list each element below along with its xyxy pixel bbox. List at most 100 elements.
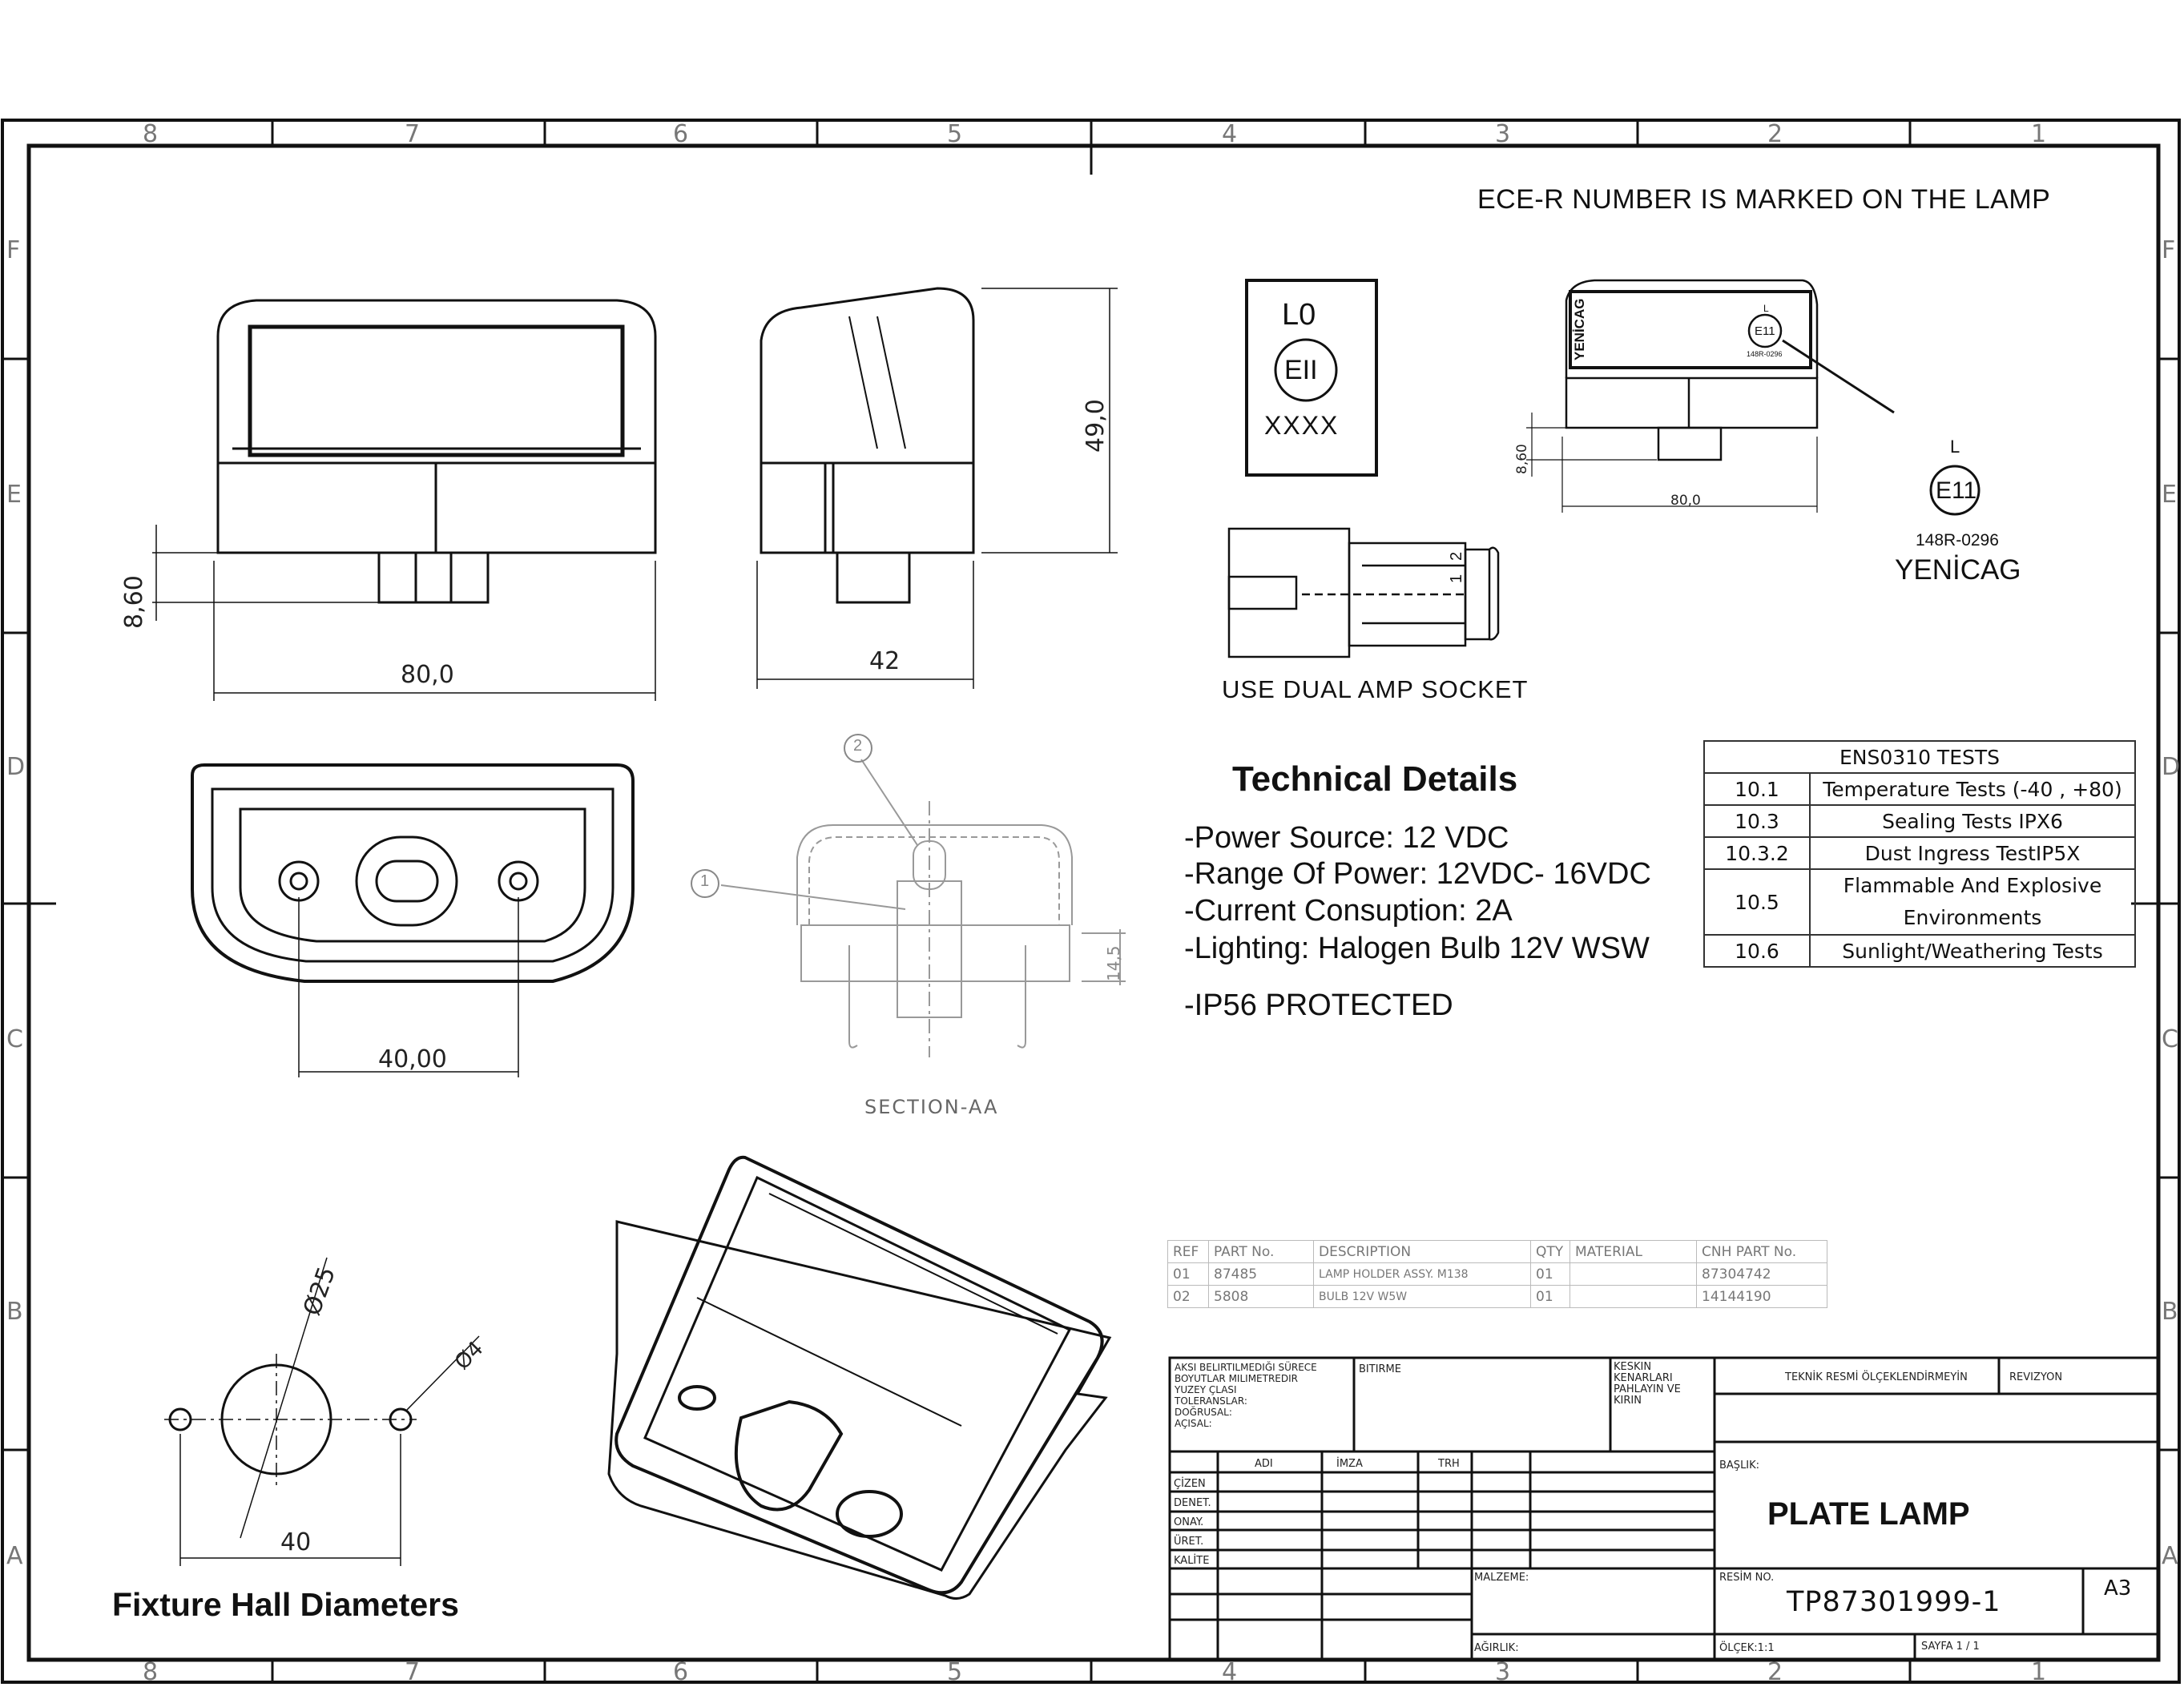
row-label-drawn: ÇİZEN [1174, 1478, 1206, 1490]
test-name: Temperature Tests (-40 , +80) [1809, 772, 2136, 806]
tolerance-line: YUZEY ÇLASI [1175, 1384, 1237, 1395]
zone-row-d-right: D [2162, 753, 2181, 781]
test-ref: 10.6 [1703, 934, 1811, 968]
dim-side-depth: 42 [869, 647, 901, 675]
dim-small-offset: 8,60 [1514, 444, 1530, 474]
dim-front-offset: 8,60 [120, 575, 148, 629]
table-row: 02 5808 BULB 12V W5W 01 14144190 [1167, 1285, 1827, 1308]
parts-cell: LAMP HOLDER ASSY. M138 [1313, 1262, 1531, 1286]
zone-col-3-bottom: 3 [1495, 1658, 1511, 1686]
parts-header: PART No. [1208, 1240, 1314, 1263]
parts-header: REF [1167, 1240, 1209, 1263]
socket-drawing [1227, 527, 1500, 658]
zone-col-8: 8 [143, 120, 159, 148]
zone-row-f: F [6, 236, 21, 264]
test-ref: 10.1 [1703, 772, 1811, 806]
date-col-label: TRH [1438, 1458, 1460, 1470]
zone-row-a-right: A [2162, 1542, 2178, 1570]
weight-label: AĞIRLIK: [1474, 1642, 1519, 1654]
brand-mark-code: 148R-0296 [1916, 531, 1999, 550]
tech-line-range: -Range Of Power: 12VDC- 16VDC [1184, 857, 1651, 891]
drawing-number: TP87301999-1 [1787, 1586, 2001, 1618]
sign-col-label: İMZA [1336, 1458, 1363, 1470]
test-name: Sealing Tests IPX6 [1809, 804, 2136, 838]
brand-mark-circle [1929, 465, 1981, 516]
test-ref: 10.3.2 [1703, 836, 1811, 870]
zone-col-5-bottom: 5 [947, 1658, 963, 1686]
socket-note: USE DUAL AMP SOCKET [1222, 675, 1529, 703]
zone-row-c: C [6, 1025, 23, 1053]
tech-line-current: -Current Consuption: 2A [1184, 894, 1513, 928]
parts-cell: 5808 [1208, 1285, 1314, 1308]
side-view [756, 287, 1118, 689]
section-view [720, 759, 1126, 1057]
tech-line-ip: -IP56 PROTECTED [1184, 988, 1453, 1022]
test-name: Dust Ingress TestIP5X [1809, 836, 2136, 870]
sheet-label: SAYFA 1 / 1 [1921, 1641, 1980, 1653]
zone-col-7: 7 [405, 120, 421, 148]
tolerance-line: TOLERANSLAR: [1175, 1395, 1247, 1407]
parts-cell [1569, 1262, 1697, 1286]
callout-circles [691, 734, 872, 898]
parts-cell: 87304742 [1696, 1262, 1827, 1286]
zone-col-1-bottom: 1 [2031, 1658, 2047, 1686]
table-row: 01 87485 LAMP HOLDER ASSY. M138 01 87304… [1167, 1262, 1827, 1286]
tolerance-line: DOĞRUSAL: [1175, 1407, 1232, 1418]
fixture-label: Fixture Hall Diameters [112, 1586, 459, 1623]
technical-details-title: Technical Details [1232, 759, 1518, 799]
dim-hole-spacing: 40,00 [378, 1045, 447, 1073]
revision-label: REVIZYON [2009, 1371, 2063, 1383]
title-block-grid [1168, 1356, 2160, 1661]
tolerance-note: AKSI BELIRTILMEDIĞI SÜRECE BOYUTLAR MILI… [1175, 1362, 1317, 1429]
brand-mark-name: YENİCAG [1895, 554, 2021, 586]
zone-col-1: 1 [2031, 120, 2047, 148]
treatment-label: BITIRME [1359, 1363, 1401, 1375]
parts-cell: 14144190 [1696, 1285, 1827, 1308]
brand-mark-letter: L [1950, 437, 1960, 457]
parts-cell: BULB 12V W5W [1313, 1285, 1531, 1308]
parts-header: MATERIAL [1569, 1240, 1697, 1263]
tolerance-line: AÇISAL: [1175, 1418, 1212, 1429]
approval-mark-top: L0 [1282, 298, 1316, 332]
approval-mark-box [1245, 279, 1378, 477]
parts-cell [1569, 1285, 1697, 1308]
title-label: BAŞLIK: [1719, 1460, 1760, 1472]
drawing-title: PLATE LAMP [1767, 1496, 1970, 1532]
drawing-no-label: RESİM NO. [1719, 1572, 1775, 1584]
scale-note-label: TEKNİK RESMİ ÖLÇEKLENDİRMEYİN [1785, 1371, 1968, 1383]
zone-row-f-right: F [2162, 236, 2176, 264]
parts-header: DESCRIPTION [1313, 1240, 1531, 1263]
zone-row-a: A [6, 1542, 23, 1570]
zone-col-5: 5 [947, 120, 963, 148]
callout-2: 2 [853, 737, 863, 755]
test-name: Sunlight/Weathering Tests [1809, 934, 2136, 968]
tolerance-line: AKSI BELIRTILMEDIĞI SÜRECE [1175, 1362, 1317, 1373]
socket-pin-2: 2 [1448, 551, 1465, 561]
zone-col-6: 6 [673, 120, 689, 148]
sheet-size: A3 [2104, 1576, 2132, 1600]
fixture-holes-view [164, 1257, 480, 1566]
test-ref: 10.3 [1703, 804, 1811, 838]
zone-col-6-bottom: 6 [673, 1658, 689, 1686]
name-col-label: ADI [1255, 1458, 1273, 1470]
lamp-reference-view [1526, 279, 1895, 513]
zone-ticks [2, 120, 2179, 1682]
dim-front-width: 80,0 [401, 661, 454, 689]
section-label: SECTION-AA [864, 1096, 999, 1118]
zone-col-4: 4 [1222, 120, 1238, 148]
parts-header-row: REF PART No. DESCRIPTION QTY MATERIAL CN… [1167, 1240, 1827, 1263]
tests-table-title: ENS0310 TESTS [1703, 740, 2136, 774]
zone-row-d: D [6, 753, 26, 781]
lamp-marking-circle-text: E11 [1755, 324, 1775, 338]
zone-col-3: 3 [1495, 120, 1511, 148]
parts-cell: 01 [1530, 1285, 1570, 1308]
parts-list: REF PART No. DESCRIPTION QTY MATERIAL CN… [1167, 1240, 1827, 1308]
parts-cell: 02 [1167, 1285, 1209, 1308]
